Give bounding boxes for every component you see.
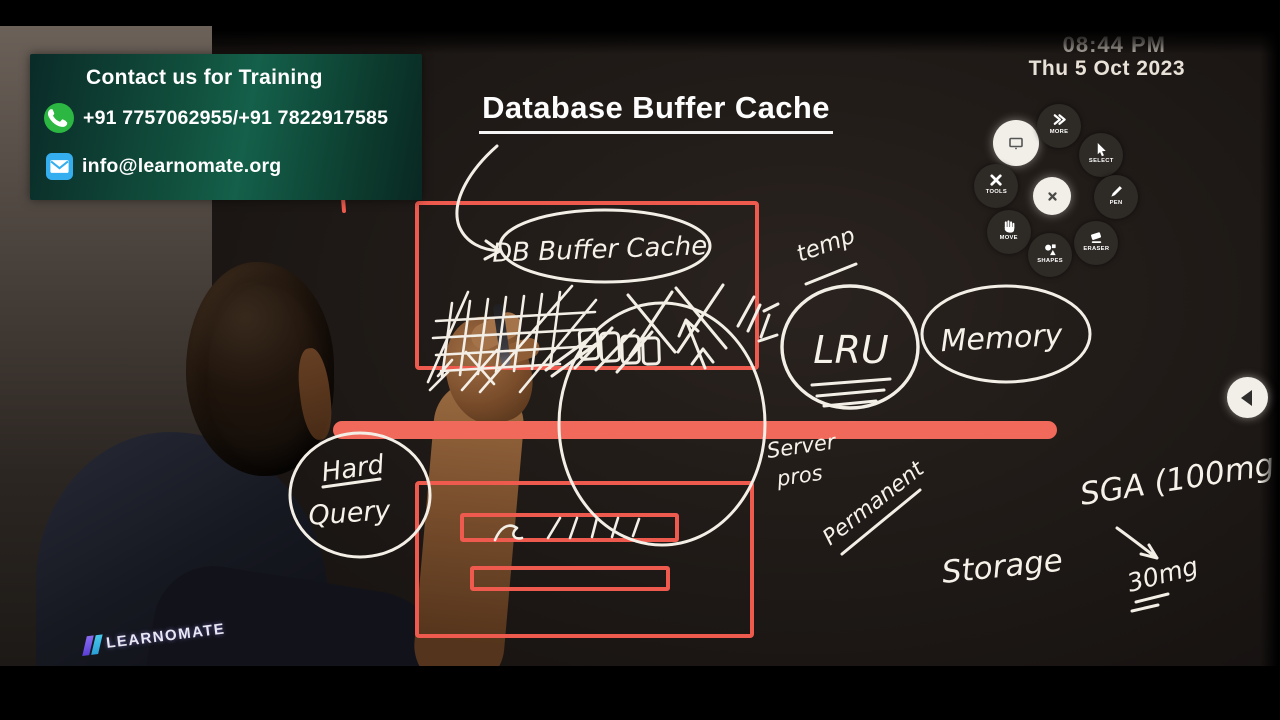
select-cursor-icon	[1097, 142, 1106, 157]
board-icon	[1009, 137, 1023, 150]
permanent-underline	[840, 488, 922, 556]
menu-item-move[interactable]: MOVE	[987, 210, 1031, 254]
email-row: info@learnomate.org	[46, 153, 281, 180]
sga-label: SGA (100mg	[1078, 447, 1277, 513]
whatsapp-icon	[44, 103, 74, 133]
contact-banner-title: Contact us for Training	[86, 66, 323, 89]
block-scribbles	[544, 326, 661, 378]
top-vignette	[212, 26, 1280, 54]
move-hand-icon	[1004, 220, 1014, 233]
menu-item-label: MOVE	[999, 234, 1019, 241]
sga-arrow	[1115, 526, 1159, 560]
contact-banner: Contact us for Training +91 7757062955/+…	[30, 54, 422, 200]
shapes-icon	[1044, 244, 1056, 256]
letterbox-top	[0, 0, 1280, 26]
lru-label: LRU	[813, 328, 889, 372]
menu-item-label: SHAPES	[1037, 257, 1063, 264]
x-marks	[626, 283, 762, 358]
cache-rectangle	[415, 201, 759, 370]
tools-icon	[989, 174, 1002, 186]
clock-date: Thu 5 Oct 2023	[1028, 57, 1185, 80]
learnomate-logo-icon	[82, 634, 103, 656]
lesson-title: Database Buffer Cache	[446, 90, 866, 134]
up-arrow	[677, 318, 715, 370]
memory-label: Memory	[940, 318, 1065, 359]
datafile-bar-1	[460, 513, 679, 542]
letterbox-bottom	[0, 666, 1280, 720]
menu-item-eraser[interactable]: ERASER	[1074, 221, 1118, 265]
phone-row: +91 7757062955/+91 7822917585	[44, 103, 388, 133]
email-address: info@learnomate.org	[82, 155, 282, 177]
temp-underline	[804, 262, 858, 286]
arrow-into-oval	[455, 144, 502, 261]
temp-label: temp	[793, 223, 858, 268]
board-button[interactable]	[993, 120, 1039, 166]
hatched-blocks	[426, 284, 598, 394]
hard-label: Hard	[320, 450, 387, 489]
bar-tick-marks	[493, 516, 641, 542]
menu-item-label: ERASER	[1083, 245, 1109, 252]
menu-item-label: TOOLS	[985, 188, 1007, 195]
lru-underlines	[810, 377, 892, 408]
permanent-label: Permanent	[818, 456, 930, 551]
size-underlines	[1130, 592, 1170, 613]
pen-icon	[1110, 186, 1122, 197]
eraser-icon	[1090, 232, 1101, 243]
more-icon	[1053, 114, 1066, 125]
server-label-line2: pros	[774, 461, 824, 491]
red-marker-shapes	[340, 195, 759, 638]
email-icon	[46, 153, 73, 180]
white-ink-shapes	[288, 144, 1170, 613]
lru-circle	[780, 284, 920, 410]
big-loop	[557, 301, 767, 547]
right-vignette	[1260, 26, 1280, 667]
storage-rectangle	[415, 481, 754, 638]
size-label: 30mg	[1124, 551, 1201, 598]
memory-oval	[920, 284, 1092, 384]
menu-item-label: SELECT	[1088, 157, 1114, 164]
menu-item-pen[interactable]: PEN	[1094, 175, 1138, 219]
datafile-bar-2	[470, 566, 670, 591]
close-menu-icon	[1047, 191, 1057, 201]
cache-oval-label: DB Buffer Cache	[492, 231, 708, 268]
phone-numbers: +91 7757062955/+91 7822917585	[83, 106, 389, 129]
storage-label: Storage	[940, 542, 1064, 590]
hard-query-circle	[288, 431, 432, 559]
cache-oval	[498, 208, 712, 284]
hard-underline	[321, 477, 382, 489]
query-label: Query	[307, 495, 392, 532]
menu-item-shapes[interactable]: SHAPES	[1028, 233, 1072, 277]
lesson-title-text: Database Buffer Cache	[479, 90, 833, 134]
menu-item-select[interactable]: SELECT	[1079, 133, 1123, 177]
menu-item-more[interactable]: MORE	[1037, 104, 1081, 148]
chevron-left-icon	[1240, 389, 1252, 406]
menu-item-label: MORE	[1049, 128, 1069, 135]
menu-item-tools[interactable]: TOOLS	[974, 164, 1018, 208]
sidebar-toggle-button[interactable]	[1227, 377, 1268, 418]
menu-item-label: PEN	[1109, 199, 1123, 206]
half-scribble	[757, 302, 780, 343]
menu-center-button[interactable]	[1033, 177, 1071, 215]
